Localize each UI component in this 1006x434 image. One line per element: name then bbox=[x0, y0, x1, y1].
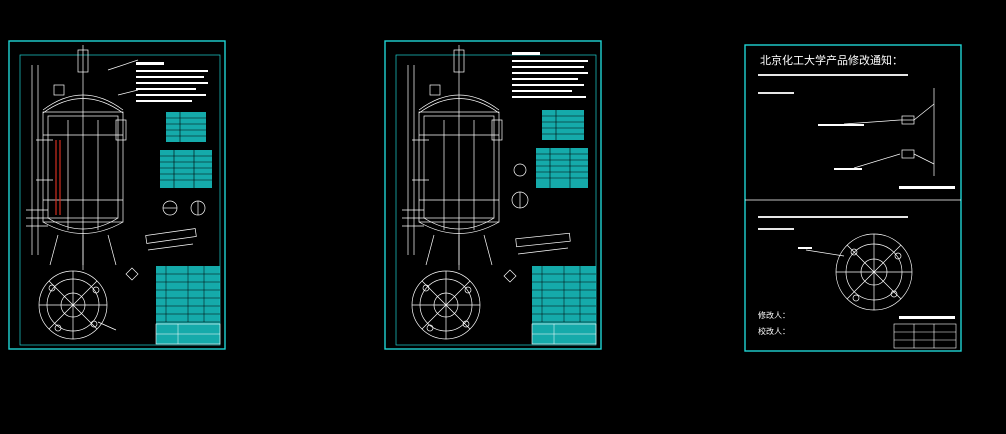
technical-notes bbox=[136, 62, 208, 102]
drawing-sheet-2 bbox=[384, 40, 602, 350]
design-data-table bbox=[166, 112, 206, 142]
plan-view bbox=[38, 270, 117, 340]
revision-text-lower bbox=[758, 216, 908, 230]
revision-callouts bbox=[818, 124, 864, 170]
plan-view bbox=[411, 270, 481, 340]
plan-callout-label bbox=[798, 247, 812, 249]
technical-notes bbox=[512, 52, 588, 98]
parts-list-title-block bbox=[155, 266, 221, 345]
revision-sketch-upper bbox=[843, 88, 935, 176]
sheet-frame bbox=[384, 40, 602, 350]
lower-signature-line bbox=[899, 316, 955, 319]
upper-signature-line bbox=[899, 186, 955, 189]
revision-modifier-label: 修改人： bbox=[758, 311, 790, 320]
detail-views bbox=[503, 163, 571, 283]
drawing-sheet-1 bbox=[8, 40, 226, 350]
nozzle-table bbox=[536, 148, 588, 188]
sheet-frame bbox=[8, 40, 226, 350]
plan-view bbox=[805, 233, 913, 311]
title-block bbox=[893, 323, 957, 349]
sheet-frame bbox=[744, 44, 962, 352]
revision-checker-label: 校改人： bbox=[758, 327, 790, 336]
design-data-table bbox=[542, 110, 584, 140]
revision-notice-sheet bbox=[744, 44, 962, 352]
revision-notice-title: 北京化工大学产品修改通知： bbox=[760, 54, 903, 67]
nozzle-table bbox=[160, 150, 212, 188]
revision-text-upper bbox=[758, 74, 908, 94]
parts-list-title-block bbox=[531, 266, 597, 345]
detail-views bbox=[125, 200, 206, 281]
vessel-elevation bbox=[26, 45, 139, 270]
vessel-elevation bbox=[402, 45, 503, 270]
